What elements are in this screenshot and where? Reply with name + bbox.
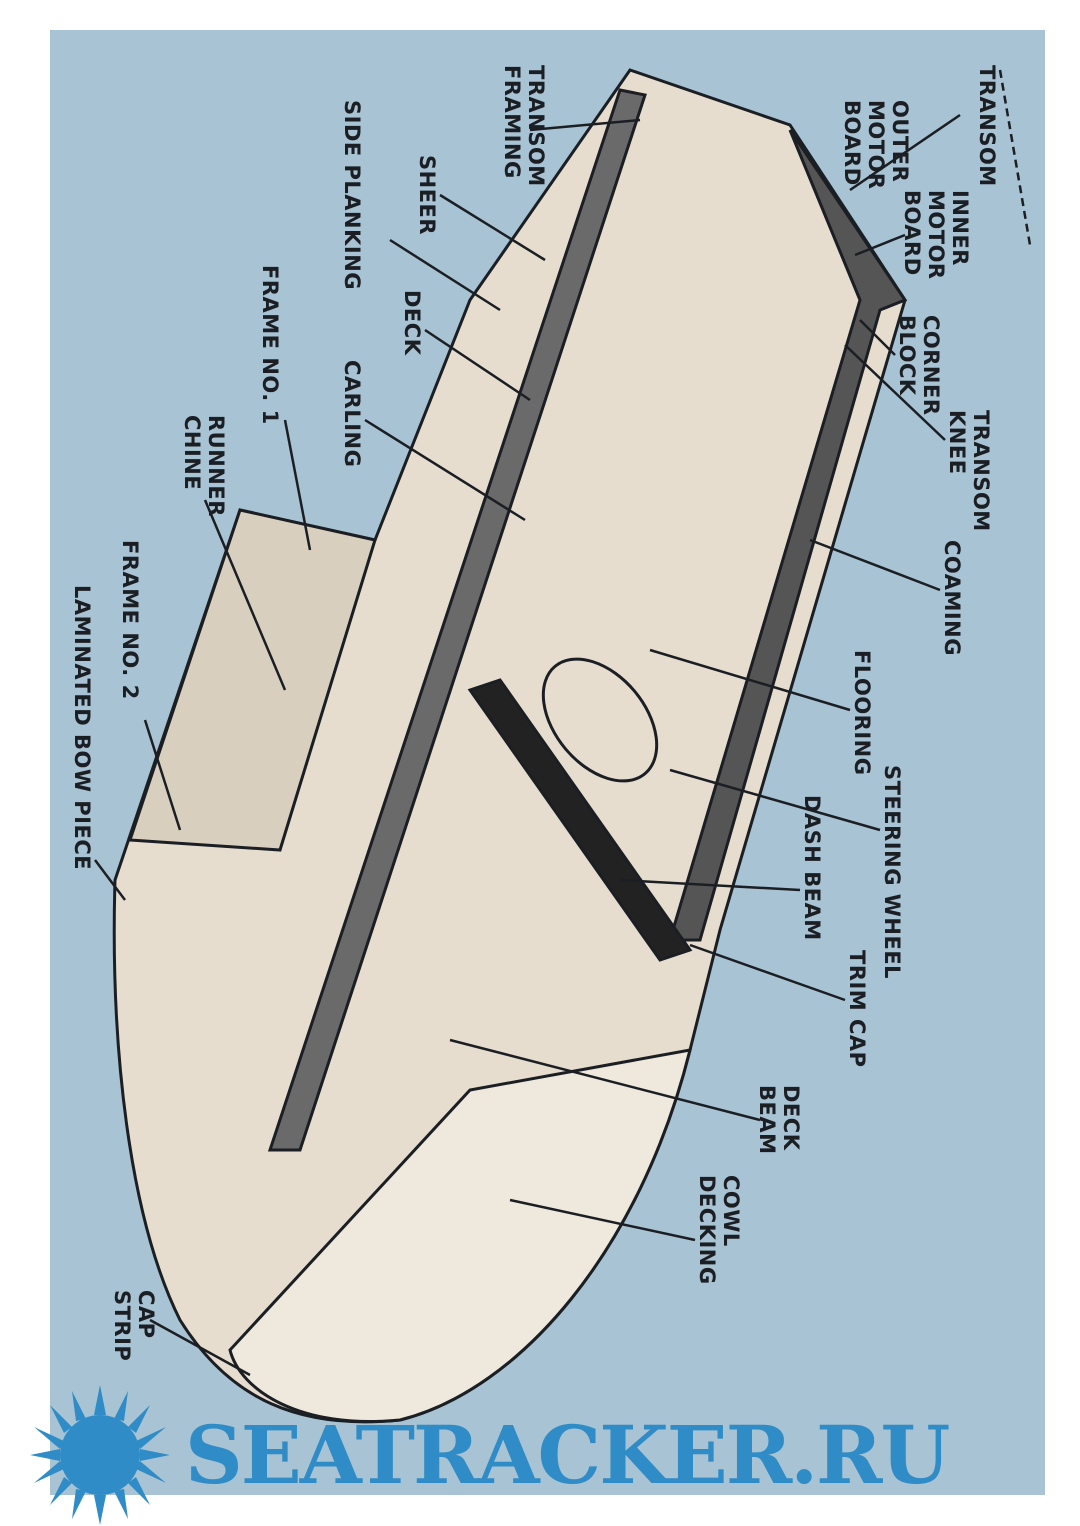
label-trim-cap: TRIM CAP: [845, 950, 869, 1068]
label-laminated-bow-piece: LAMINATED BOW PIECE: [70, 585, 94, 871]
steering-wheel: [541, 657, 659, 783]
label-cowl-decking: COWL DECKING: [695, 1175, 743, 1285]
label-inner-motor-board: INNER MOTOR BOARD: [900, 190, 972, 280]
label-coaming: COAMING: [940, 540, 964, 656]
label-frame-no-2: FRAME NO. 2: [118, 540, 142, 700]
deck-strip: [267, 88, 647, 1152]
label-steering-wheel: STEERING WHEEL: [880, 765, 904, 980]
label-side-planking: SIDE PLANKING: [340, 100, 364, 291]
watermark-logo: [30, 1385, 170, 1525]
watermark-text: SEATRACKER.RU: [185, 1408, 950, 1502]
label-carling: CARLING: [340, 360, 364, 468]
leader-lines: [94, 69, 1032, 1377]
label-transom-framing: TRANSOM FRAMING: [500, 65, 548, 187]
frame-no-1: [127, 508, 377, 852]
label-corner-block: CORNER BLOCK: [895, 315, 943, 416]
label-transom-knee: TRANSOM KNEE: [945, 410, 993, 532]
sun-icon: [30, 1385, 170, 1525]
dash-beam: [467, 678, 693, 962]
label-runner-chine: RUNNER CHINE: [180, 415, 228, 517]
label-outer-motor-board: OUTER MOTOR BOARD: [840, 100, 912, 190]
label-deck-beam: DECK BEAM: [755, 1085, 803, 1155]
label-frame-no-1: FRAME NO. 1: [258, 265, 282, 425]
label-sheer: SHEER: [415, 155, 439, 236]
label-dash-beam: DASH BEAM: [800, 795, 824, 941]
label-transom: TRANSOM: [975, 65, 999, 187]
label-flooring: FLOORING: [850, 650, 874, 776]
cowl-decking: [228, 1048, 693, 1423]
label-cap-strip: CAP STRIP: [110, 1290, 158, 1362]
label-deck: DECK: [400, 290, 424, 356]
coaming: [667, 129, 908, 942]
